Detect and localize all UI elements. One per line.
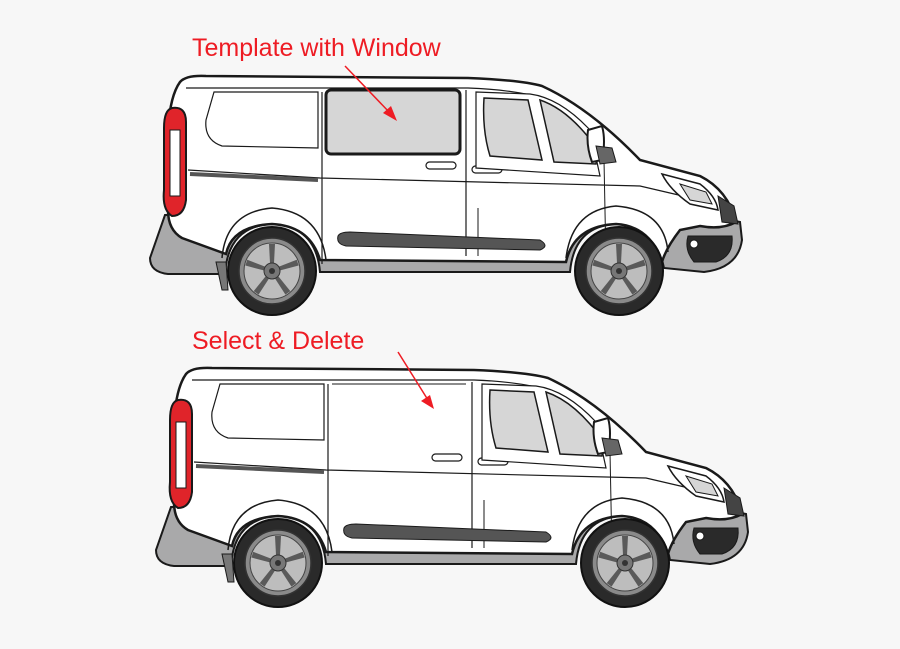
van-window-deleted	[154, 365, 750, 608]
annotation-select-and-delete: Select & Delete	[192, 327, 365, 355]
arrow-to-window	[344, 65, 397, 121]
front-wheel-bottom	[580, 518, 670, 608]
front-wheel-top	[574, 226, 664, 316]
rear-wheel-bottom	[233, 518, 323, 608]
arrow-to-deleted-area	[397, 351, 434, 409]
rear-wheel-top	[227, 226, 317, 316]
van-with-window	[148, 73, 744, 316]
annotation-template-with-window: Template with Window	[192, 34, 441, 62]
side-window-template[interactable]	[324, 88, 462, 156]
